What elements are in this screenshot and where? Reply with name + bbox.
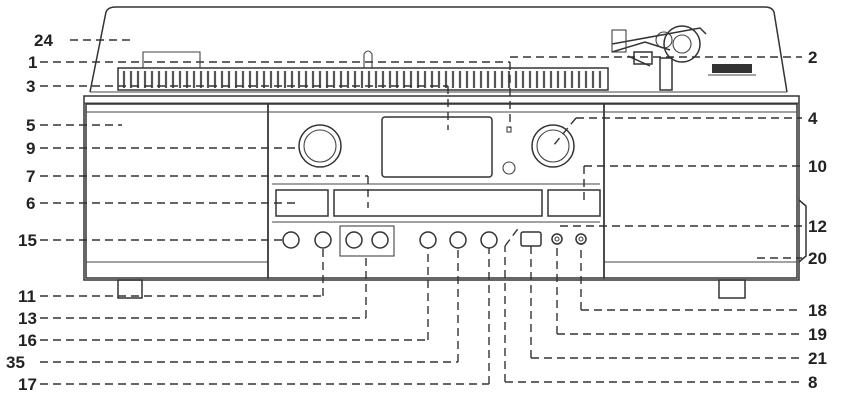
callout-label-11: 11 xyxy=(18,287,36,306)
platter-ribs xyxy=(122,71,602,88)
center-panel xyxy=(267,103,605,279)
left-foot xyxy=(117,279,143,299)
callout-label-21: 21 xyxy=(808,349,827,368)
tuning-knob xyxy=(531,124,575,168)
spindle xyxy=(363,50,373,68)
callout-label-13: 13 xyxy=(18,309,37,328)
leader-lines xyxy=(40,39,802,385)
button-17 xyxy=(480,231,498,249)
right-foot xyxy=(718,279,746,299)
callout-label-3: 3 xyxy=(26,77,35,96)
callout-label-1: 1 xyxy=(28,53,37,72)
platter xyxy=(117,67,609,91)
callout-label-9: 9 xyxy=(26,139,35,158)
button-16 xyxy=(419,231,437,249)
callout-label-10: 10 xyxy=(808,157,827,176)
callout-label-7: 7 xyxy=(26,167,35,186)
button-11 xyxy=(314,231,332,249)
callout-label-18: 18 xyxy=(808,301,827,320)
callout-label-8: 8 xyxy=(808,373,817,392)
button-13-group xyxy=(339,225,395,257)
callout-label-16: 16 xyxy=(18,331,37,350)
left-door-button xyxy=(275,189,329,217)
remote-sensor xyxy=(502,161,516,175)
button-15 xyxy=(282,231,300,249)
right-door-button xyxy=(547,189,601,217)
usb-port xyxy=(520,231,542,247)
callout-label-24: 24 xyxy=(34,31,53,50)
cd-slot xyxy=(333,189,543,217)
volume-knob xyxy=(298,124,342,168)
aux-in-jack xyxy=(575,233,587,245)
cabinet xyxy=(83,95,800,281)
right-speaker-panel xyxy=(603,103,798,279)
callout-label-2: 2 xyxy=(808,48,817,67)
callout-label-4: 4 xyxy=(808,109,818,128)
callout-label-17: 17 xyxy=(18,375,37,394)
button-35 xyxy=(449,231,467,249)
callout-label-19: 19 xyxy=(808,325,827,344)
dust-cover xyxy=(89,6,788,93)
power-indicator xyxy=(506,126,512,133)
callout-label-5: 5 xyxy=(26,116,35,135)
callout-label-35: 35 xyxy=(6,353,25,372)
callout-label-20: 20 xyxy=(808,249,827,268)
tonearm xyxy=(611,25,756,91)
headphone-jack xyxy=(551,233,563,245)
lcd-display xyxy=(381,116,493,178)
left-speaker-panel xyxy=(85,103,269,279)
tonearm-rest xyxy=(712,64,752,73)
callout-label-6: 6 xyxy=(26,194,35,213)
callout-label-15: 15 xyxy=(18,231,37,250)
side-control xyxy=(798,199,807,263)
callout-label-12: 12 xyxy=(808,217,827,236)
lid-hinge xyxy=(142,51,201,68)
